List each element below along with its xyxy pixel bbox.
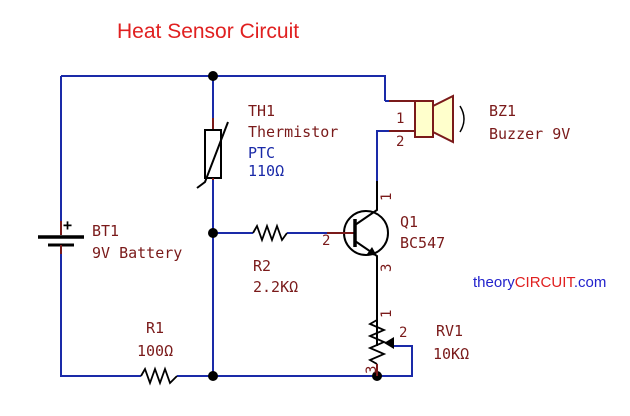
q1-name: BC547 [400, 234, 445, 252]
rv1-pin2: 2 [399, 325, 407, 341]
transistor-q1-symbol [327, 181, 389, 346]
potentiometer-rv1-symbol [367, 319, 394, 376]
resistor-r1-symbol [140, 366, 178, 386]
thermistor-th1-symbol [196, 118, 229, 189]
q1-pin1: 1 [379, 193, 395, 201]
q1-pin3: 3 [379, 264, 395, 272]
watermark-part3: .com [574, 274, 607, 291]
junction-dot [208, 228, 218, 238]
watermark-part2: CIRCUIT [515, 274, 576, 291]
rv1-pin3: 3 [364, 366, 380, 374]
rv1-ref: RV1 [436, 322, 463, 340]
th1-ref: TH1 [248, 102, 275, 120]
wire-left-bottom [60, 254, 141, 377]
junctions [208, 71, 382, 381]
wire-top-rail [61, 75, 386, 101]
wires [60, 75, 413, 377]
resistor-r2-symbol [252, 223, 288, 243]
q1-pin2: 2 [322, 233, 330, 249]
junction-dot [208, 71, 218, 81]
bz1-name: Buzzer 9V [489, 125, 570, 143]
battery-bt1-symbol: + [38, 216, 84, 254]
bz1-pin2: 2 [396, 134, 404, 150]
battery-polarity: + [63, 216, 72, 234]
th1-value: 110Ω [248, 162, 284, 180]
r1-value: 100Ω [137, 342, 173, 360]
wire-buzzer-collector [376, 130, 389, 181]
r2-value: 2.2KΩ [253, 278, 298, 296]
watermark-part1: theory [473, 274, 515, 291]
bt1-name: 9V Battery [92, 244, 182, 262]
buzzer-bz1-symbol [389, 94, 465, 144]
watermark: theoryCIRCUIT.com [473, 274, 606, 291]
rv1-pin1: 1 [379, 310, 395, 318]
r1-ref: R1 [146, 319, 164, 337]
rv1-value: 10KΩ [433, 345, 469, 363]
junction-dot [208, 371, 218, 381]
bt1-ref: BT1 [92, 222, 119, 240]
bz1-ref: BZ1 [489, 102, 516, 120]
q1-ref: Q1 [400, 213, 418, 231]
diagram-title: Heat Sensor Circuit [117, 20, 299, 43]
th1-name: Thermistor [248, 123, 338, 141]
wire-bottom-rail [177, 345, 413, 377]
th1-type: PTC [248, 144, 275, 162]
r2-ref: R2 [253, 257, 271, 275]
bz1-pin1: 1 [396, 111, 404, 127]
